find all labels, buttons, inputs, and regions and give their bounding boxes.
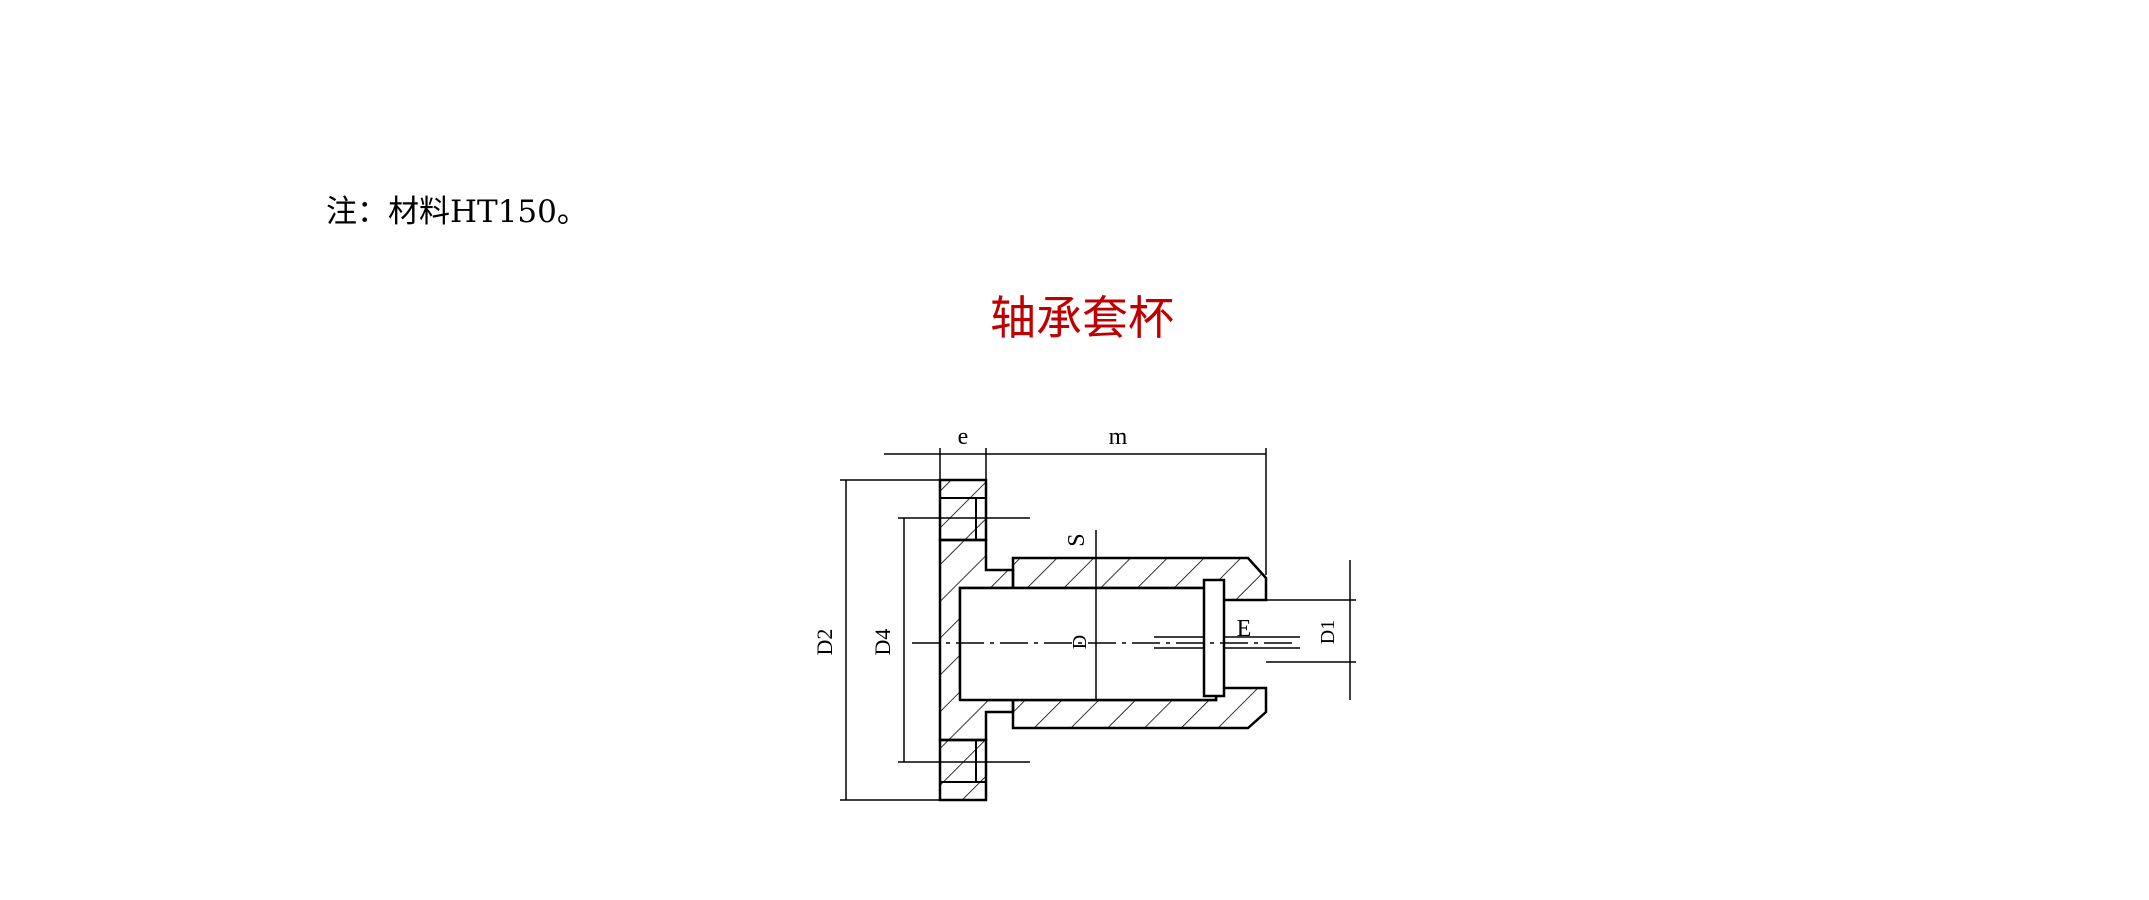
- dimension-e-cap: E: [1154, 616, 1300, 649]
- page-title: 轴承套杯: [990, 291, 1174, 345]
- label-d2: D2: [812, 629, 837, 656]
- label-d4: D4: [870, 629, 895, 656]
- dimension-d: D: [1069, 588, 1097, 700]
- label-d: D: [1069, 635, 1091, 649]
- dimension-d1: D1: [1266, 560, 1356, 700]
- dimension-s: S: [1064, 530, 1097, 588]
- label-e-cap: E: [1237, 616, 1252, 642]
- upper-flange: [938, 478, 988, 542]
- label-e: e: [958, 424, 969, 450]
- dimension-d2: D2: [812, 479, 940, 801]
- label-d1: D1: [1317, 620, 1339, 644]
- groove-ring: [1202, 578, 1226, 698]
- dimension-e: e: [884, 424, 987, 480]
- material-note: 注：材料HT150。: [326, 194, 588, 230]
- dimension-d4: D4: [870, 517, 1030, 763]
- bearing-cup-drawing: e m D2 D4 S D E D: [812, 424, 1356, 802]
- label-s: S: [1064, 533, 1090, 546]
- dimension-m: m: [986, 424, 1267, 575]
- inner-bore: [958, 586, 1218, 702]
- label-m: m: [1109, 424, 1128, 450]
- lower-flange: [938, 738, 988, 802]
